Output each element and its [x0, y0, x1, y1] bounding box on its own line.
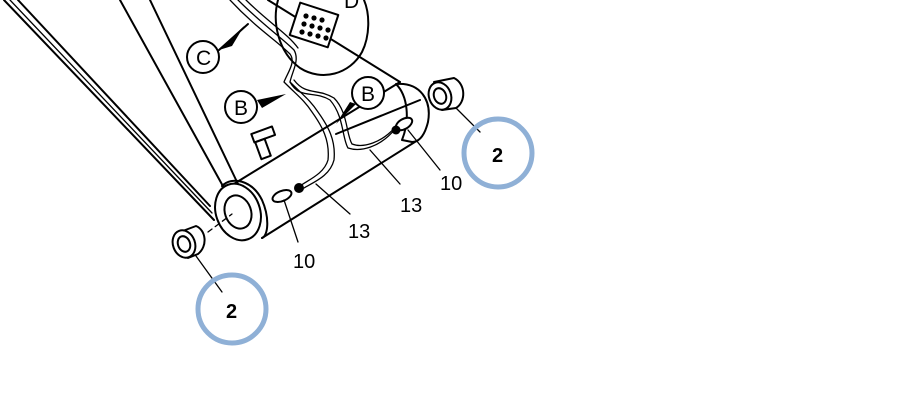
highlight-right-label: 2	[492, 145, 503, 167]
bushing-right	[427, 77, 465, 111]
part-label-13-left: 13	[348, 221, 370, 243]
leader-lines	[195, 107, 481, 293]
callout-b-right: B	[336, 76, 385, 124]
highlight-ring-right: 2	[461, 116, 535, 190]
pin-slot-left	[271, 183, 304, 203]
rail	[3, 0, 239, 221]
bushing-left	[171, 213, 233, 259]
pin-slot-right	[391, 116, 414, 135]
highlight-ring-left: 2	[195, 272, 269, 346]
part-label-10-right: 10	[440, 173, 462, 195]
callout-b-left: B	[224, 90, 286, 124]
detail-d-label: D	[344, 0, 359, 13]
detail-circle-d: D	[274, 0, 370, 76]
callout-b-left-label: B	[234, 97, 248, 120]
callout-b-right-label: B	[361, 83, 375, 106]
callout-c: C	[186, 23, 249, 74]
highlight-left-label: 2	[226, 301, 237, 323]
callout-c-label: C	[196, 47, 211, 70]
part-label-10-left: 10	[293, 251, 315, 273]
housing-body	[214, 0, 430, 242]
part-label-13-right: 13	[400, 195, 422, 217]
bracket-symbol	[250, 125, 277, 161]
